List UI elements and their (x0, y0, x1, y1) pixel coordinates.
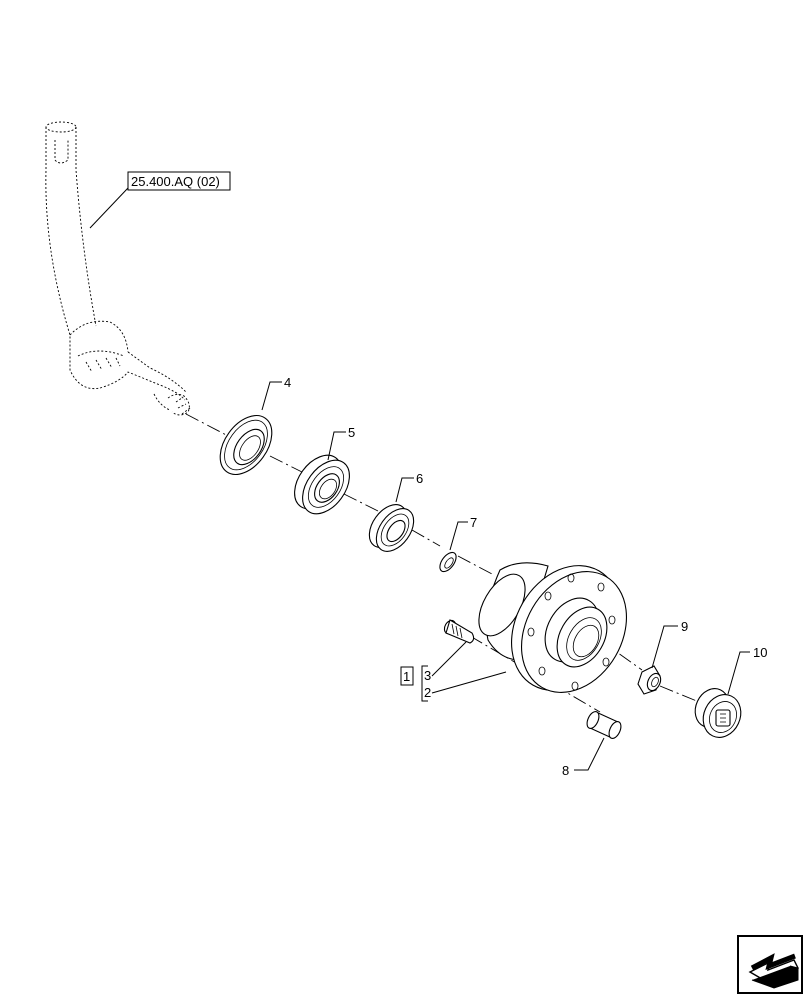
leader-6 (395, 477, 414, 503)
leader-5 (327, 431, 346, 461)
leader-2 (431, 671, 507, 694)
leader-7 (449, 521, 468, 551)
reference-label[interactable]: 25.400.AQ (02) (131, 174, 220, 189)
callout-6: 6 (416, 471, 423, 486)
callout-4: 4 (284, 375, 291, 390)
washer-part-7 (439, 551, 457, 573)
callout-3: 3 (424, 668, 431, 683)
leader-10 (727, 651, 750, 695)
pin-part-8 (586, 711, 622, 739)
kit-bracket (421, 665, 428, 702)
wheel-stud-part-3 (443, 619, 475, 644)
hub-cap-part-10 (694, 688, 742, 738)
assembly-axis (185, 413, 705, 705)
leader-4 (261, 381, 282, 411)
leader-reference (89, 187, 129, 229)
kit-box (400, 666, 414, 686)
kit-label: 1 (403, 669, 410, 684)
leader-8 (574, 737, 605, 771)
callout-5: 5 (348, 425, 355, 440)
wheel-hub-part-2 (478, 562, 628, 693)
callout-2: 2 (424, 685, 431, 700)
callout-9: 9 (681, 619, 688, 634)
callout-10: 10 (753, 645, 767, 660)
bearing-part-5 (294, 454, 350, 515)
nut-part-9 (637, 665, 662, 695)
arrow-next-page-icon[interactable] (737, 935, 803, 994)
callout-8: 8 (562, 763, 569, 778)
steering-knuckle-phantom (45, 121, 191, 416)
seal-part-4 (219, 415, 273, 475)
callout-7: 7 (470, 515, 477, 530)
reference-label-box (127, 171, 231, 191)
leader-3 (431, 641, 467, 677)
bearing-part-6 (368, 504, 415, 552)
leader-9 (651, 625, 678, 669)
